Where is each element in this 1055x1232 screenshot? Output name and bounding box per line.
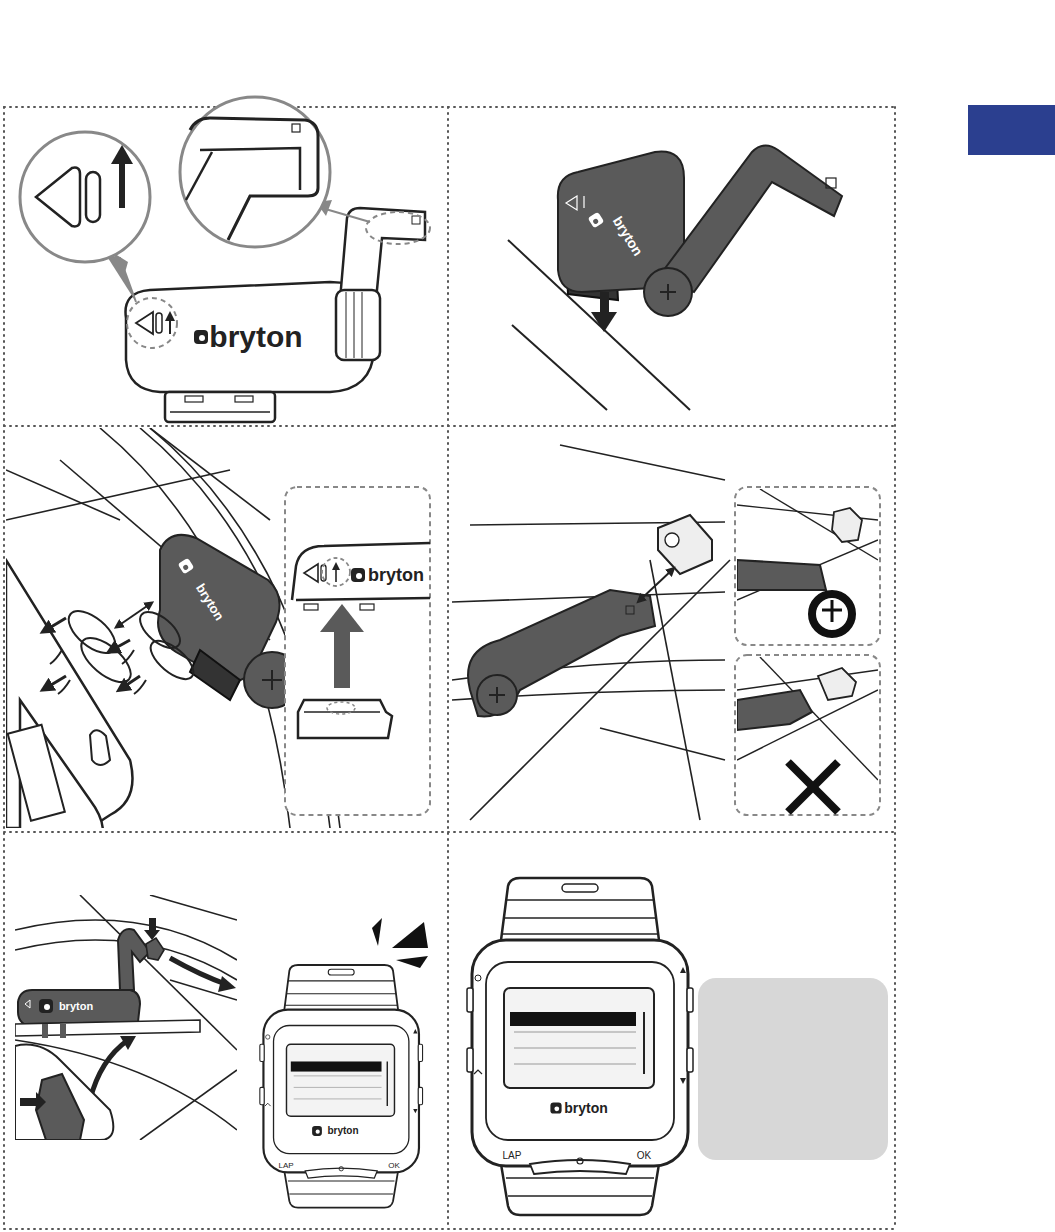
brand-logo-text: bryton	[209, 322, 302, 352]
brand-logo-text: bryton	[194, 581, 226, 622]
button-label: OK	[637, 1151, 651, 1161]
brand-logo-text: bryton	[59, 1001, 93, 1012]
brand-logo-text: bryton	[611, 214, 646, 258]
button-label: LAP	[278, 1162, 293, 1170]
brand-logo-text: bryton	[368, 566, 424, 584]
brand-logo-text: bryton	[327, 1126, 358, 1136]
button-label: LAP	[503, 1151, 522, 1161]
button-label: OK	[388, 1162, 400, 1170]
brand-logo-text: bryton	[564, 1101, 608, 1115]
